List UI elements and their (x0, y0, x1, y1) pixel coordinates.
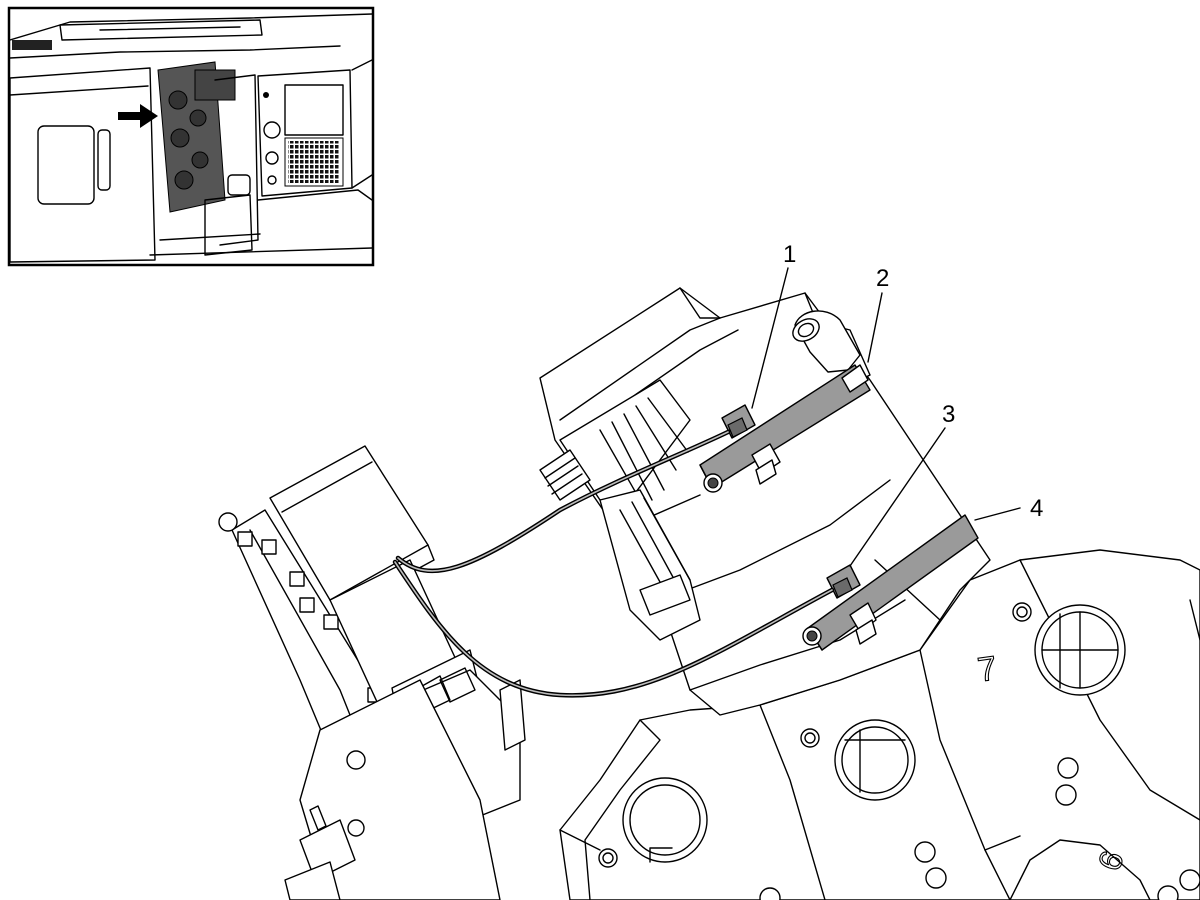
callout-1: 1 (751, 241, 796, 409)
callout-3: 3 (849, 401, 955, 567)
turret-assembly: 7 6 (218, 287, 1200, 900)
ribbed-shaft (539, 379, 691, 501)
sensor-cables (392, 429, 835, 698)
callout-label-3: 3 (942, 401, 955, 428)
sensor-assembly-lower (802, 514, 979, 651)
callout-label-1: 1 (783, 241, 796, 268)
callout-label-4: 4 (1030, 495, 1043, 522)
callout-4: 4 (974, 495, 1043, 522)
cable-gland (792, 310, 861, 373)
machine-overview-inset (7, 6, 375, 267)
callout-label-2: 2 (876, 265, 889, 292)
callout-2: 2 (867, 265, 889, 363)
